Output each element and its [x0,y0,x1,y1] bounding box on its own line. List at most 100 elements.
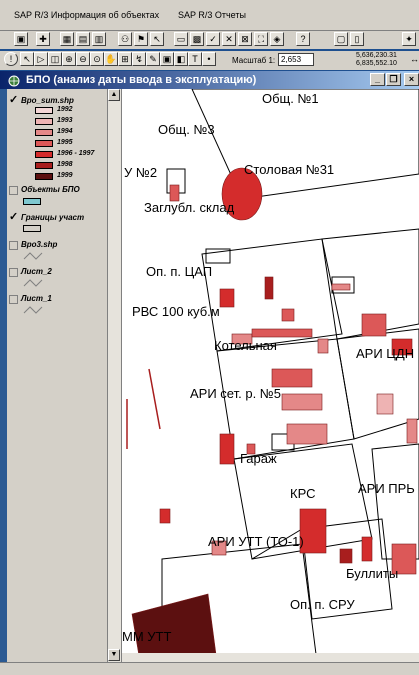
map-building [169,184,180,202]
scale-input[interactable] [278,53,314,66]
map-building [339,548,353,564]
map-building [361,536,373,562]
map-building [246,443,256,455]
menu-bar: SAP R/3 Информация об объектах SAP R/3 О… [0,0,419,31]
map-label: Котельная [214,338,277,353]
legend-swatch [35,173,53,180]
minimize-button[interactable]: _ [370,73,385,86]
query-icon[interactable]: ⚑ [134,32,148,46]
window-frame [0,89,7,662]
arrow-icon[interactable]: ↖ [150,32,164,46]
layer5-visible-checkbox[interactable] [9,268,18,277]
table-icon[interactable]: ▦ [60,32,74,46]
layer3-swatch [23,225,41,232]
menu-item-reports[interactable]: SAP R/3 Отчеты [178,10,246,20]
zoom-out-icon[interactable]: ⊖ [76,52,90,66]
legend-scrollbar[interactable]: ▲ ▼ [107,89,121,662]
layer5-name[interactable]: Лист_2 [21,267,52,276]
map-building [219,288,235,308]
map-view[interactable]: Общ. №1 Общ. №3 У №2 Столовая №31 Заглуб… [122,89,419,662]
restore-button[interactable]: ❐ [386,73,401,86]
layer3-name[interactable]: Границы участ [21,213,85,222]
map-parcel [371,443,419,560]
legend-swatch-label: 1992 [57,106,73,113]
layer6-visible-checkbox[interactable] [9,295,18,304]
map-building [299,508,327,554]
check-icon[interactable]: ✓ [206,32,220,46]
target-icon[interactable]: ◈ [270,32,284,46]
map-label: Гараж [240,451,277,466]
expand-icon[interactable]: ⛶ [254,32,268,46]
map-parcel [301,518,393,620]
map-building [264,276,274,300]
dot-tool-icon[interactable]: • [202,52,216,66]
select-box-icon[interactable]: ◫ [48,52,62,66]
vertex-icon[interactable]: ▷ [34,52,48,66]
shape-icon[interactable]: ◧ [174,52,188,66]
map-building [331,283,351,291]
legend-swatch [35,107,53,114]
map-label: РВС 100 куб.м [132,304,220,319]
close-box-icon[interactable]: ⊠ [238,32,252,46]
scroll-down-icon[interactable]: ▼ [108,649,120,661]
layer2-name[interactable]: Объекты БПО [21,185,80,194]
map-label: АРИ УТТ (ТО-1) [208,534,304,549]
line-symbol-icon [23,252,43,260]
layer2-swatch [23,198,41,205]
select-all-icon[interactable]: ▩ [190,32,204,46]
map-building [211,540,227,556]
zoom-in-icon[interactable]: ⊕ [62,52,76,66]
scroll-up-icon[interactable]: ▲ [108,89,120,101]
legend-swatch [35,162,53,169]
map-building [159,508,171,524]
identify-icon[interactable]: ! [4,52,18,66]
menu-item-object-info[interactable]: SAP R/3 Информация об объектах [14,10,160,20]
map-parcel [321,228,419,340]
help-icon[interactable]: ? [296,32,310,46]
layer4-name[interactable]: Bpo3.shp [21,240,58,249]
layout-icon[interactable]: ▭ [174,32,188,46]
map-parcel [336,328,419,440]
window-title: БПО (анализ даты ввода в эксплуатацию) [26,74,257,86]
cross-icon[interactable]: ✕ [222,32,236,46]
tools-toolbar: ! ↖ ▷ ◫ ⊕ ⊖ ⊙ ✋ ⊞ ↯ ✎ ▣ ◧ T • Масштаб 1:… [0,51,419,70]
map-building [131,593,218,662]
add-layer-icon[interactable]: ✚ [36,32,50,46]
map-building [251,328,313,338]
pointer-icon[interactable]: ↖ [20,52,34,66]
line-symbol-icon [23,279,43,287]
legend-swatch-label: 1996 - 1997 [57,150,95,157]
map-building [317,338,329,354]
layer2-visible-checkbox[interactable] [9,186,18,195]
map-label: Заглубл. склад [144,200,235,215]
map-label: Буллиты [346,566,399,581]
layer1-name[interactable]: Bpo_sum.shp [21,96,74,105]
map-canvas[interactable] [122,89,419,662]
print-icon[interactable]: ▥ [92,32,106,46]
layer4-visible-checkbox[interactable] [9,241,18,250]
map-horizontal-scrollbar[interactable] [122,653,419,662]
zoom-box-icon[interactable]: ⊙ [90,52,104,66]
map-label: АРИ ЦДН [356,346,415,361]
legend-swatch [35,140,53,147]
map-label: Оп. п. СРУ [290,597,355,612]
text-tool-icon[interactable]: T [188,52,202,66]
close-button[interactable]: × [404,73,419,86]
frame-icon[interactable]: ▣ [160,52,174,66]
layer1-visible-checkbox[interactable]: ✓ [9,94,19,106]
layer6-name[interactable]: Лист_1 [21,294,52,303]
pin-icon[interactable]: ✦ [402,32,416,46]
layer3-visible-checkbox[interactable]: ✓ [9,211,19,223]
map-building [361,313,387,337]
window-icon[interactable]: ▢ [334,32,348,46]
save-icon[interactable]: ▣ [14,32,28,46]
pencil-icon[interactable]: ✎ [146,52,160,66]
hotlink-icon[interactable]: ↯ [132,52,146,66]
binoculars-icon[interactable]: ⚇ [118,32,132,46]
status-bar [0,662,419,675]
map-building [281,308,295,322]
pan-icon[interactable]: ✋ [104,52,118,66]
grid-icon[interactable]: ▤ [76,32,90,46]
document-icon[interactable]: ▯ [350,32,364,46]
measure-icon[interactable]: ⊞ [118,52,132,66]
